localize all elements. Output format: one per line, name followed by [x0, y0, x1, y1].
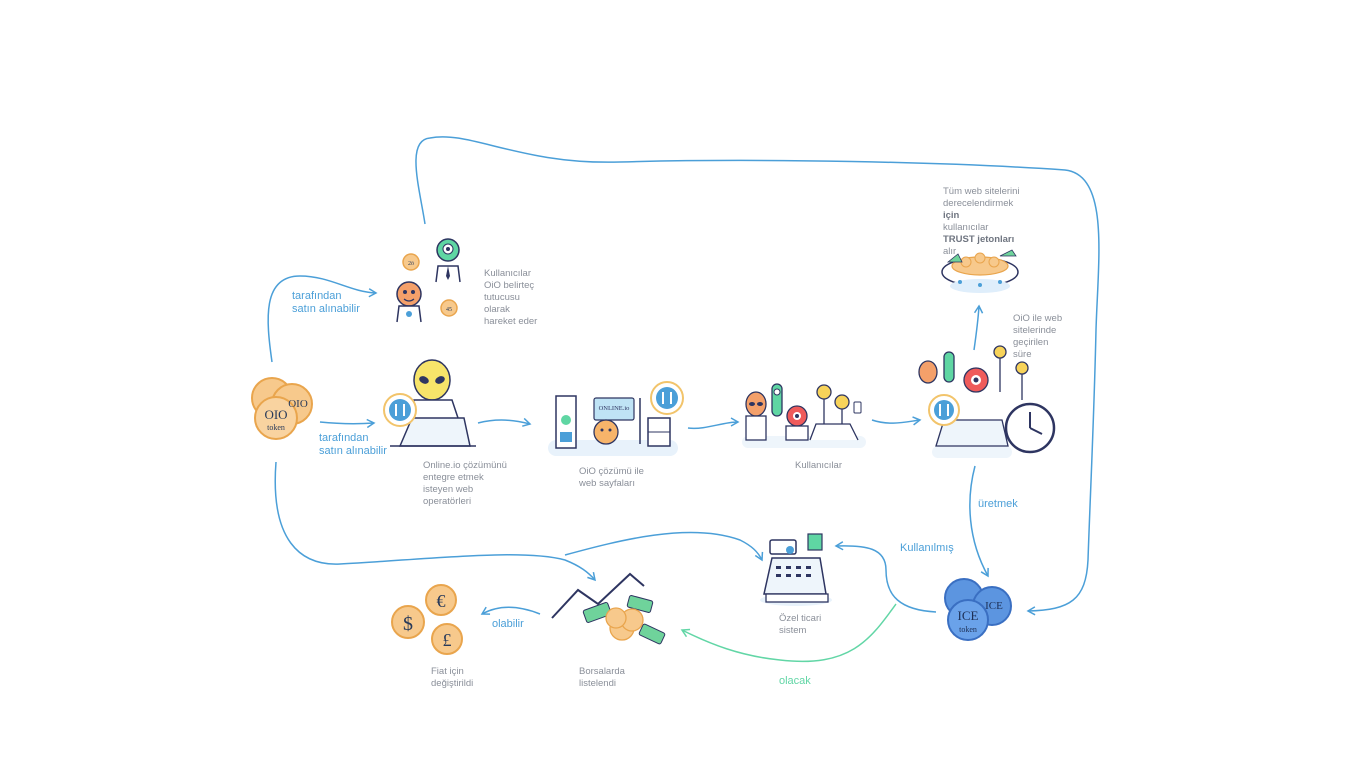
arrow-exchanges-to-private-trade	[564, 531, 764, 562]
arrow-oio-to-operators	[319, 418, 376, 429]
time-on-sites-label: OiO ile web sitelerinde geçirilen süre	[1013, 313, 1063, 360]
arrow-oio-to-exchanges	[274, 461, 596, 582]
fiat-coins: € $ £	[391, 584, 463, 655]
arrow-users-to-time	[871, 416, 922, 426]
connectors	[267, 136, 1100, 616]
euro-icon: €	[437, 591, 446, 611]
arrow-oio-to-holders	[267, 275, 378, 363]
arrow-ice-to-private-trade	[834, 541, 937, 613]
edge-label-will-be: olacak	[779, 675, 811, 687]
holders-illustration: 2ō 45	[396, 238, 461, 323]
time-on-sites-illustration	[918, 345, 1056, 458]
operators-label: Online.io çözümünü entegre etmek isteyen…	[423, 460, 507, 507]
svg-text:token: token	[959, 625, 977, 634]
edge-label-generate: üretmek	[978, 498, 1018, 510]
svg-text:45: 45	[446, 307, 452, 313]
edge-label-bought-by-holders: tarafından satın alınabilir	[292, 290, 360, 315]
svg-text:2ō: 2ō	[408, 261, 414, 267]
fiat-label: Fiat için değiştirildi	[431, 666, 474, 689]
arrow-operators-to-webpages	[477, 417, 532, 427]
dollar-icon: $	[403, 613, 413, 635]
users-label: Kullanıcılar	[795, 460, 842, 471]
users-illustration	[742, 383, 866, 448]
web-pages-illustration: ONLINE.io	[548, 381, 684, 456]
arrow-time-to-trust	[973, 304, 984, 351]
edge-label-used: Kullanılmış	[900, 542, 954, 554]
arrow-holders-loop-to-ice	[415, 136, 1100, 616]
svg-text:ONLINE.io: ONLINE.io	[599, 405, 630, 412]
cash-register-icon	[760, 533, 832, 606]
edge-label-bought-by-operators: tarafından satın alınabilir	[319, 432, 387, 457]
arrow-ice-to-exchanges	[680, 603, 897, 662]
trust-ufo-illustration	[941, 249, 1019, 293]
ice-coin-text: ICE	[958, 608, 979, 623]
oio-coin-text: OIO	[264, 407, 287, 422]
holders-label: Kullanıcılar OiO belirteç tutucusu olara…	[484, 268, 538, 327]
web-pages-label: OiO çözümü ile web sayfaları	[579, 466, 644, 489]
svg-text:token: token	[267, 423, 285, 432]
pound-icon: £	[443, 630, 452, 650]
private-trade-label: Özel ticari sistem	[779, 613, 822, 636]
ice-token-coins: ICE token ICE	[944, 578, 1012, 641]
operators-illustration	[383, 359, 476, 447]
edge-label-can-be: olabilir	[492, 618, 524, 630]
exchanges-illustration	[551, 572, 666, 645]
exchanges-label: Borsalarda listelendi	[579, 666, 625, 689]
arrow-webpages-to-users	[687, 417, 740, 430]
trust-label: Tüm web sitelerini derecelendirmek için …	[943, 186, 1020, 257]
arrow-time-to-ice	[969, 465, 989, 578]
svg-text:OIO: OIO	[288, 398, 308, 410]
svg-text:ICE: ICE	[985, 600, 1003, 612]
oio-token-coins: OIO token OIO	[251, 377, 313, 440]
arrow-exchanges-to-fiat	[480, 606, 541, 615]
